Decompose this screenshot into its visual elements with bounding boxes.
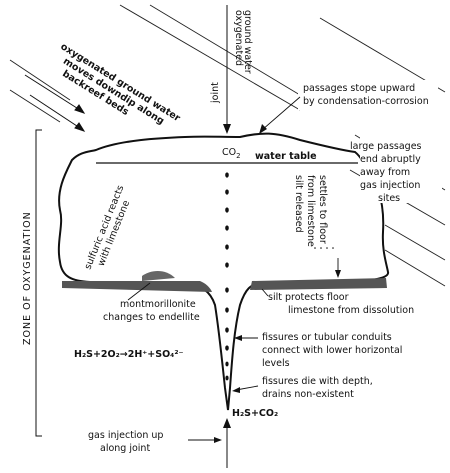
arrowhead-icon [232, 387, 240, 393]
fissures-tubular-label-1: fissures or tubular conduits [262, 332, 392, 343]
gas-bubble [225, 375, 229, 381]
arrowhead-icon [223, 124, 231, 134]
leader-line [261, 96, 301, 131]
gas-injection-label-2: along joint [100, 443, 150, 454]
water-table-label: water table [255, 151, 317, 162]
label-backdrop [360, 137, 442, 203]
silt-released-label-1: silt released [293, 175, 304, 233]
fissures-tubular-label-2: connect with lower horizontal [262, 345, 402, 356]
bedding-line [9, 59, 71, 101]
silt-floor [62, 271, 387, 292]
arrowhead-icon [74, 122, 86, 132]
gas-bubble [225, 207, 229, 213]
gas-bubble [225, 361, 229, 367]
bedding-line [9, 89, 61, 123]
fissures-die-label-2: drains non-existent [262, 389, 354, 400]
large-passages-label-5: sites [378, 193, 400, 204]
passages-stope-label-1: passages stope upward [303, 83, 415, 94]
gas-bubble [225, 244, 229, 250]
gas-bubble [225, 287, 229, 293]
gas-bubble [225, 189, 229, 195]
bedding-line [384, 249, 446, 287]
passages-stope-note: passages stope upward by condensation-co… [259, 80, 438, 134]
arrowhead-icon [234, 335, 242, 341]
gas-bubble [225, 345, 229, 351]
equation-label: H₂S+2O₂→2H⁺+SO₄²⁻ [74, 349, 184, 360]
joint-bubbles [225, 172, 229, 381]
downdip-arrow-line [24, 74, 81, 111]
large-passages-label-3: away from [360, 167, 410, 178]
arrowhead-icon [214, 437, 222, 443]
downdip-label-2: moves downdip along [61, 56, 166, 127]
gas-bubble [225, 172, 229, 178]
zone-of-oxygenation-label: ZONE OF OXYGENATION [22, 211, 33, 345]
downdip-label-group: oxygenated ground water moves downdip al… [58, 41, 182, 127]
co2-label: CO2 [222, 147, 241, 160]
montmorillonite-mound [142, 271, 175, 281]
montmorillonite-label-2: changes to endellite [103, 312, 200, 323]
right-silt-deposit [250, 278, 387, 290]
downdip-arrow-line [29, 94, 81, 129]
downdip-arrows [24, 74, 86, 132]
large-passages-label-4: gas injection [360, 180, 420, 191]
oxygenated-label-1: oxygenated [233, 10, 244, 66]
label-backdrop [298, 80, 438, 110]
leader-line [127, 282, 151, 301]
montmorillonite-label-1: montmorillonite [120, 299, 196, 310]
fissures-tubular-note: fissures or tubular conduits connect wit… [234, 332, 402, 369]
gas-bubble [225, 225, 229, 231]
arrowhead-icon [259, 124, 267, 134]
zone-bracket [35, 129, 42, 437]
h2s-co2-label: H₂S+CO₂ [232, 408, 278, 419]
joint-label: joint [210, 82, 221, 104]
bedding-line [119, 4, 301, 111]
silt-dots [314, 247, 334, 249]
bedding-line [319, 17, 446, 93]
left-silt-deposit [62, 281, 212, 292]
large-passages-note: large passages end abruptly away from ga… [350, 137, 442, 204]
arrowhead-icon [74, 104, 86, 114]
silt-released-label-3: settles to floor [317, 175, 328, 244]
fissures-tubular-label-3: levels [262, 358, 290, 369]
large-passages-label-1: large passages [350, 141, 422, 152]
gas-bubble [225, 327, 229, 333]
sulfuric-acid-note: sulfuric acid reacts with limestone [83, 184, 133, 271]
gas-injection-label-1: gas injection up [88, 430, 163, 441]
silt-released-note: silt released from limestone settles to … [293, 175, 328, 247]
oxygenated-label-2: ground water [242, 10, 253, 74]
montmorillonite-note: montmorillonite changes to endellite [103, 282, 200, 323]
gas-bubble [225, 307, 229, 313]
leader-line [261, 288, 269, 297]
fissures-die-label-1: fissures die with depth, [262, 376, 373, 387]
arrowhead-icon [223, 418, 231, 428]
gas-bubble [225, 262, 229, 268]
fissures-die-note: fissures die with depth, drains non-exis… [232, 376, 373, 400]
gas-injection-note: gas injection up along joint [88, 430, 222, 454]
silt-protects-note: silt protects floor limestone from disso… [261, 288, 414, 316]
passages-stope-label-2: by condensation-corrosion [303, 96, 429, 107]
bedding-line [149, 4, 301, 96]
silt-released-label-2: from limestone [305, 175, 316, 247]
silt-protects-label-1: silt protects floor [268, 292, 349, 303]
large-passages-label-2: end abruptly [360, 154, 421, 165]
bedding-line [384, 224, 446, 261]
arrowhead-icon [335, 270, 341, 278]
silt-protects-label-2: limestone from dissolution [288, 305, 414, 316]
